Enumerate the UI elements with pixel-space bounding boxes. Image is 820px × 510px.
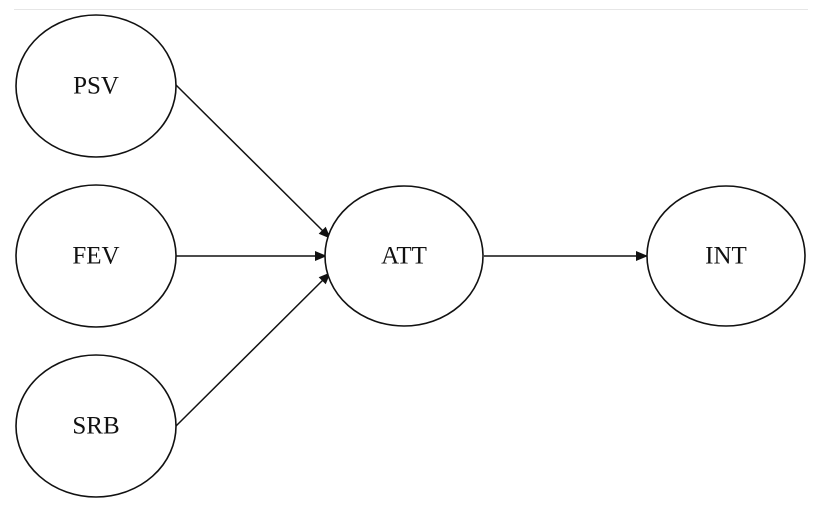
node-srb-ellipse	[15, 354, 177, 498]
edge-psv-to-att	[175, 84, 331, 239]
node-att-label: ATT	[381, 243, 427, 270]
top-divider	[14, 9, 808, 10]
node-srb: SRB	[15, 354, 177, 498]
node-psv: PSV	[15, 14, 177, 158]
node-att: ATT	[324, 185, 484, 327]
node-int-ellipse	[646, 185, 806, 327]
node-fev-label: FEV	[72, 243, 119, 270]
node-att-ellipse	[324, 185, 484, 327]
node-srb-label: SRB	[72, 413, 119, 440]
node-fev-ellipse	[15, 184, 177, 328]
node-int-label: INT	[705, 243, 747, 270]
node-psv-ellipse	[15, 14, 177, 158]
edge-srb-to-att	[175, 272, 331, 427]
node-fev: FEV	[15, 184, 177, 328]
node-int: INT	[646, 185, 806, 327]
node-psv-label: PSV	[73, 73, 119, 100]
